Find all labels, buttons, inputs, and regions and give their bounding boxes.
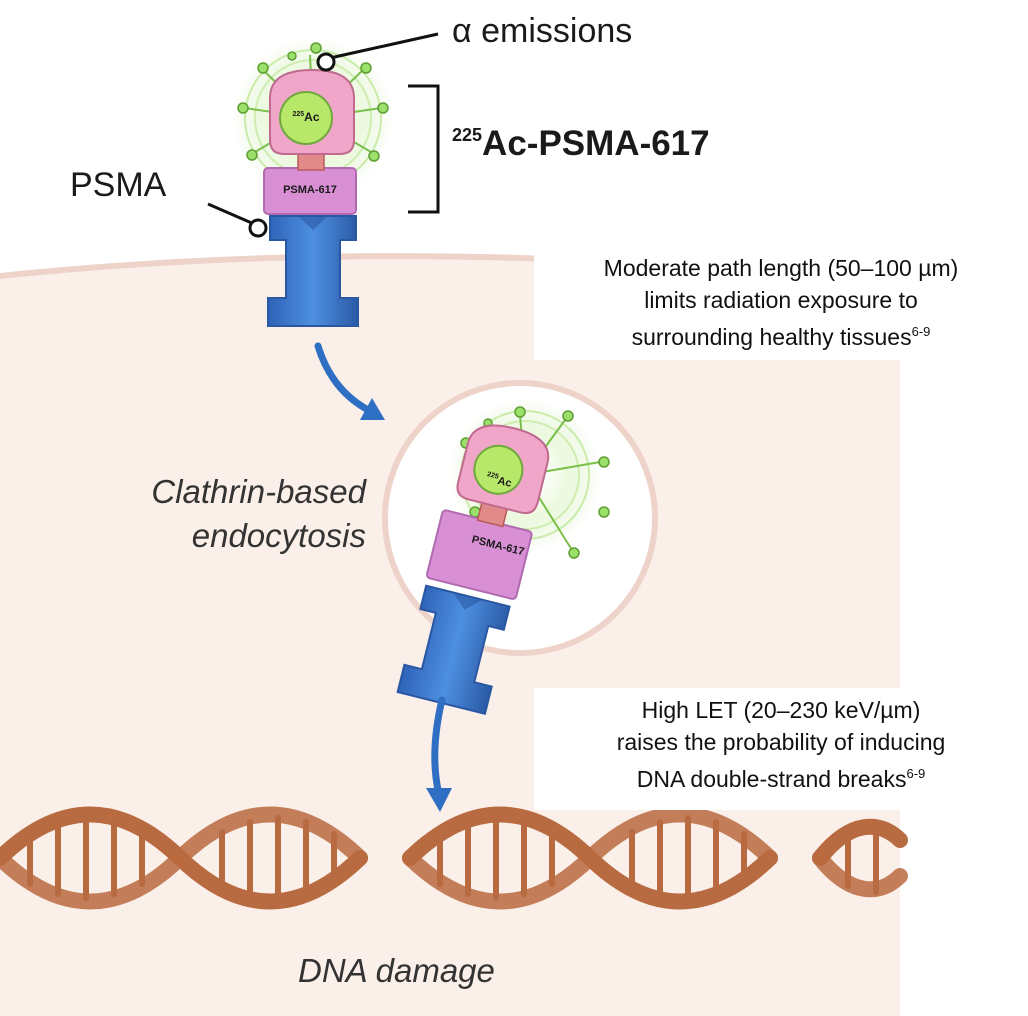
let-note: High LET (20–230 keV/µm) raises the prob… <box>534 688 1028 810</box>
arrow-icon <box>314 342 385 420</box>
isotope-superscript: 225 <box>292 111 305 118</box>
let-ref: 6-9 <box>906 766 926 781</box>
dna-damage-label: DNA damage <box>298 952 495 989</box>
arrow-icon <box>426 696 452 812</box>
internalized-molecule <box>396 424 550 715</box>
process-line-1: Clathrin-based <box>151 473 366 510</box>
leader-lines <box>207 32 439 226</box>
psma617-tag: PSMA-617 <box>283 184 337 196</box>
process-label: Clathrin-based endocytosis <box>66 470 366 558</box>
psma-pointer <box>248 218 268 238</box>
isotope-symbol: Ac <box>304 110 320 124</box>
compound-label: 225Ac-PSMA-617 <box>452 124 710 164</box>
dna-helix-icon <box>812 818 908 898</box>
compound-superscript: 225 <box>452 125 483 145</box>
let-line-3: DNA double-strand breaks6-9 <box>534 758 1028 795</box>
path-length-line-1: Moderate path length (50–100 µm) <box>603 255 959 281</box>
dna-helix-icon <box>0 806 368 910</box>
process-line-2: endocytosis <box>191 517 366 554</box>
let-line-1: High LET (20–230 keV/µm) <box>641 697 921 723</box>
compound-name: Ac-PSMA-617 <box>482 124 710 163</box>
path-length-note: Moderate path length (50–100 µm) limits … <box>534 248 1028 360</box>
dna-helix-icon <box>402 806 778 910</box>
path-length-line-3-text: surrounding healthy tissues <box>631 324 912 350</box>
alpha-pointer <box>316 52 336 72</box>
path-length-line-2: limits radiation exposure to <box>644 287 918 313</box>
psma-label: PSMA <box>70 166 167 204</box>
path-length-ref: 6-9 <box>911 324 931 339</box>
let-line-3-text: DNA double-strand breaks <box>636 766 907 792</box>
compound-bracket <box>408 84 440 214</box>
path-length-line-3: surrounding healthy tissues6-9 <box>534 316 1028 353</box>
let-line-2: raises the probability of inducing <box>616 729 946 755</box>
alpha-emissions-label: α emissions <box>452 12 633 50</box>
isotope-core <box>279 91 333 145</box>
isotope-tag: 225Ac <box>283 110 329 124</box>
